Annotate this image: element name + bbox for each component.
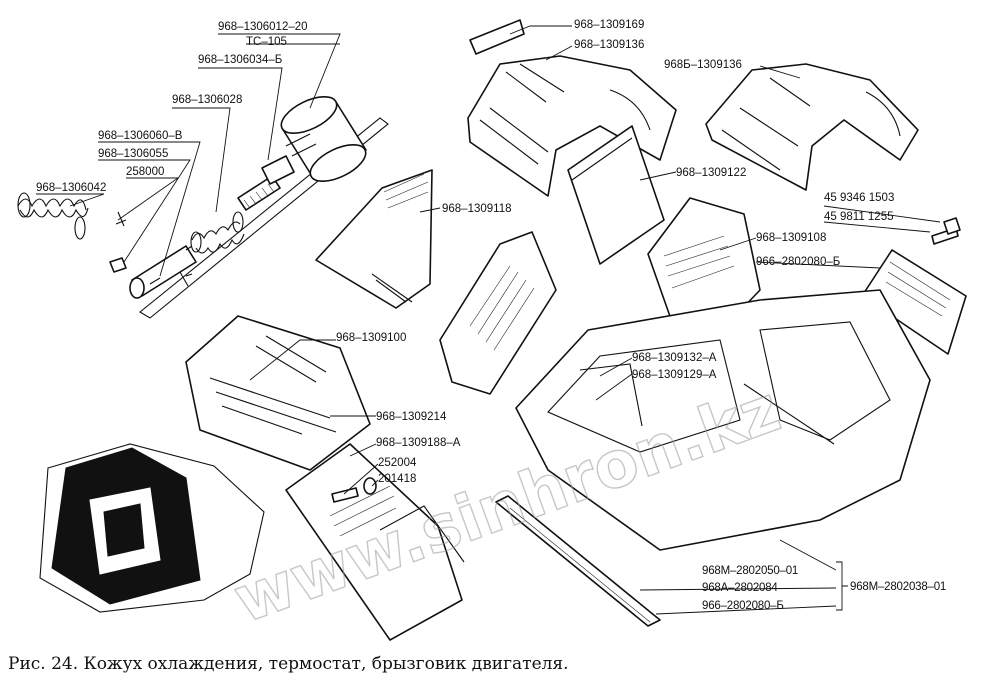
engine-silhouette bbox=[39, 443, 265, 613]
figure-caption: Рис. 24. Кожух охлаждения, термостат, бр… bbox=[8, 654, 569, 674]
label-1306060: 968–1306060–В bbox=[98, 130, 183, 142]
label-459346: 45 9346 1503 bbox=[824, 192, 894, 204]
label-1306055: 968–1306055 bbox=[98, 148, 168, 160]
part-pin-1306055 bbox=[109, 211, 127, 273]
label-1306042: 968–1306042 bbox=[36, 182, 106, 194]
label-258000: 258000 bbox=[126, 166, 164, 178]
label-2802050: 968М–2802050–01 bbox=[702, 565, 798, 577]
label-1309188: 968–1309188–А bbox=[376, 437, 461, 449]
label-252004: 252004 bbox=[378, 457, 417, 469]
label-2802080-top: 966–2802080–Б bbox=[756, 256, 840, 268]
label-1309136: 968–1309136 bbox=[574, 39, 644, 51]
label-1309129: 968–1309129–А bbox=[632, 369, 717, 381]
part-strip-2802084 bbox=[495, 495, 661, 627]
part-spring-1306028 bbox=[190, 211, 245, 254]
label-1309132: 968–1309132–А bbox=[632, 352, 717, 364]
part-mudguard-2802080-top bbox=[861, 249, 967, 355]
label-1309214: 968–1309214 bbox=[376, 411, 447, 423]
part-rod-1306060 bbox=[129, 245, 197, 299]
part-thermostat-tc105 bbox=[280, 95, 367, 183]
label-1309108: 968–1309108 bbox=[756, 232, 826, 244]
label-201418: 201418 bbox=[378, 473, 416, 485]
part-spring-1306042 bbox=[17, 192, 89, 240]
label-1309169: 968–1309169 bbox=[574, 19, 644, 31]
label-1306028: 968–1306028 bbox=[172, 94, 242, 106]
part-shield-1309118 bbox=[315, 169, 433, 309]
label-1306034: 968–1306034–Б bbox=[198, 54, 282, 66]
part-stem-1306034 bbox=[237, 155, 295, 211]
label-2802080-bot: 966–2802080–Б bbox=[702, 600, 784, 612]
label-1309122: 968–1309122 bbox=[676, 167, 746, 179]
part-deflector-1309132 bbox=[439, 231, 557, 395]
label-2802038: 968М–2802038–01 bbox=[850, 581, 946, 593]
thermostat-group-frame bbox=[139, 117, 389, 319]
label-tc105: ТС–105 bbox=[246, 36, 287, 48]
part-housing-1309136 bbox=[467, 19, 677, 197]
part-bolt-459346 bbox=[931, 217, 961, 245]
label-1306012: 968–1306012–20 bbox=[218, 21, 308, 33]
leader-lines bbox=[36, 25, 941, 615]
label-1309118: 968–1309118 bbox=[442, 203, 512, 215]
label-1309100: 968–1309100 bbox=[336, 332, 406, 344]
part-labels: 968–1306012–20 ТС–105 968–1306034–Б 968–… bbox=[36, 19, 946, 612]
part-tray-2802050 bbox=[515, 289, 931, 551]
part-housing-b1309136 bbox=[705, 63, 919, 191]
label-459811: 45 9811 1255 bbox=[824, 211, 894, 223]
part-shield-1309188 bbox=[285, 443, 465, 641]
part-frame-1309100 bbox=[185, 315, 371, 471]
part-plate-1309122 bbox=[567, 125, 665, 265]
label-2802084: 968А–2802084 bbox=[702, 582, 778, 594]
label-b1309136: 968Б–1309136 bbox=[664, 59, 742, 71]
